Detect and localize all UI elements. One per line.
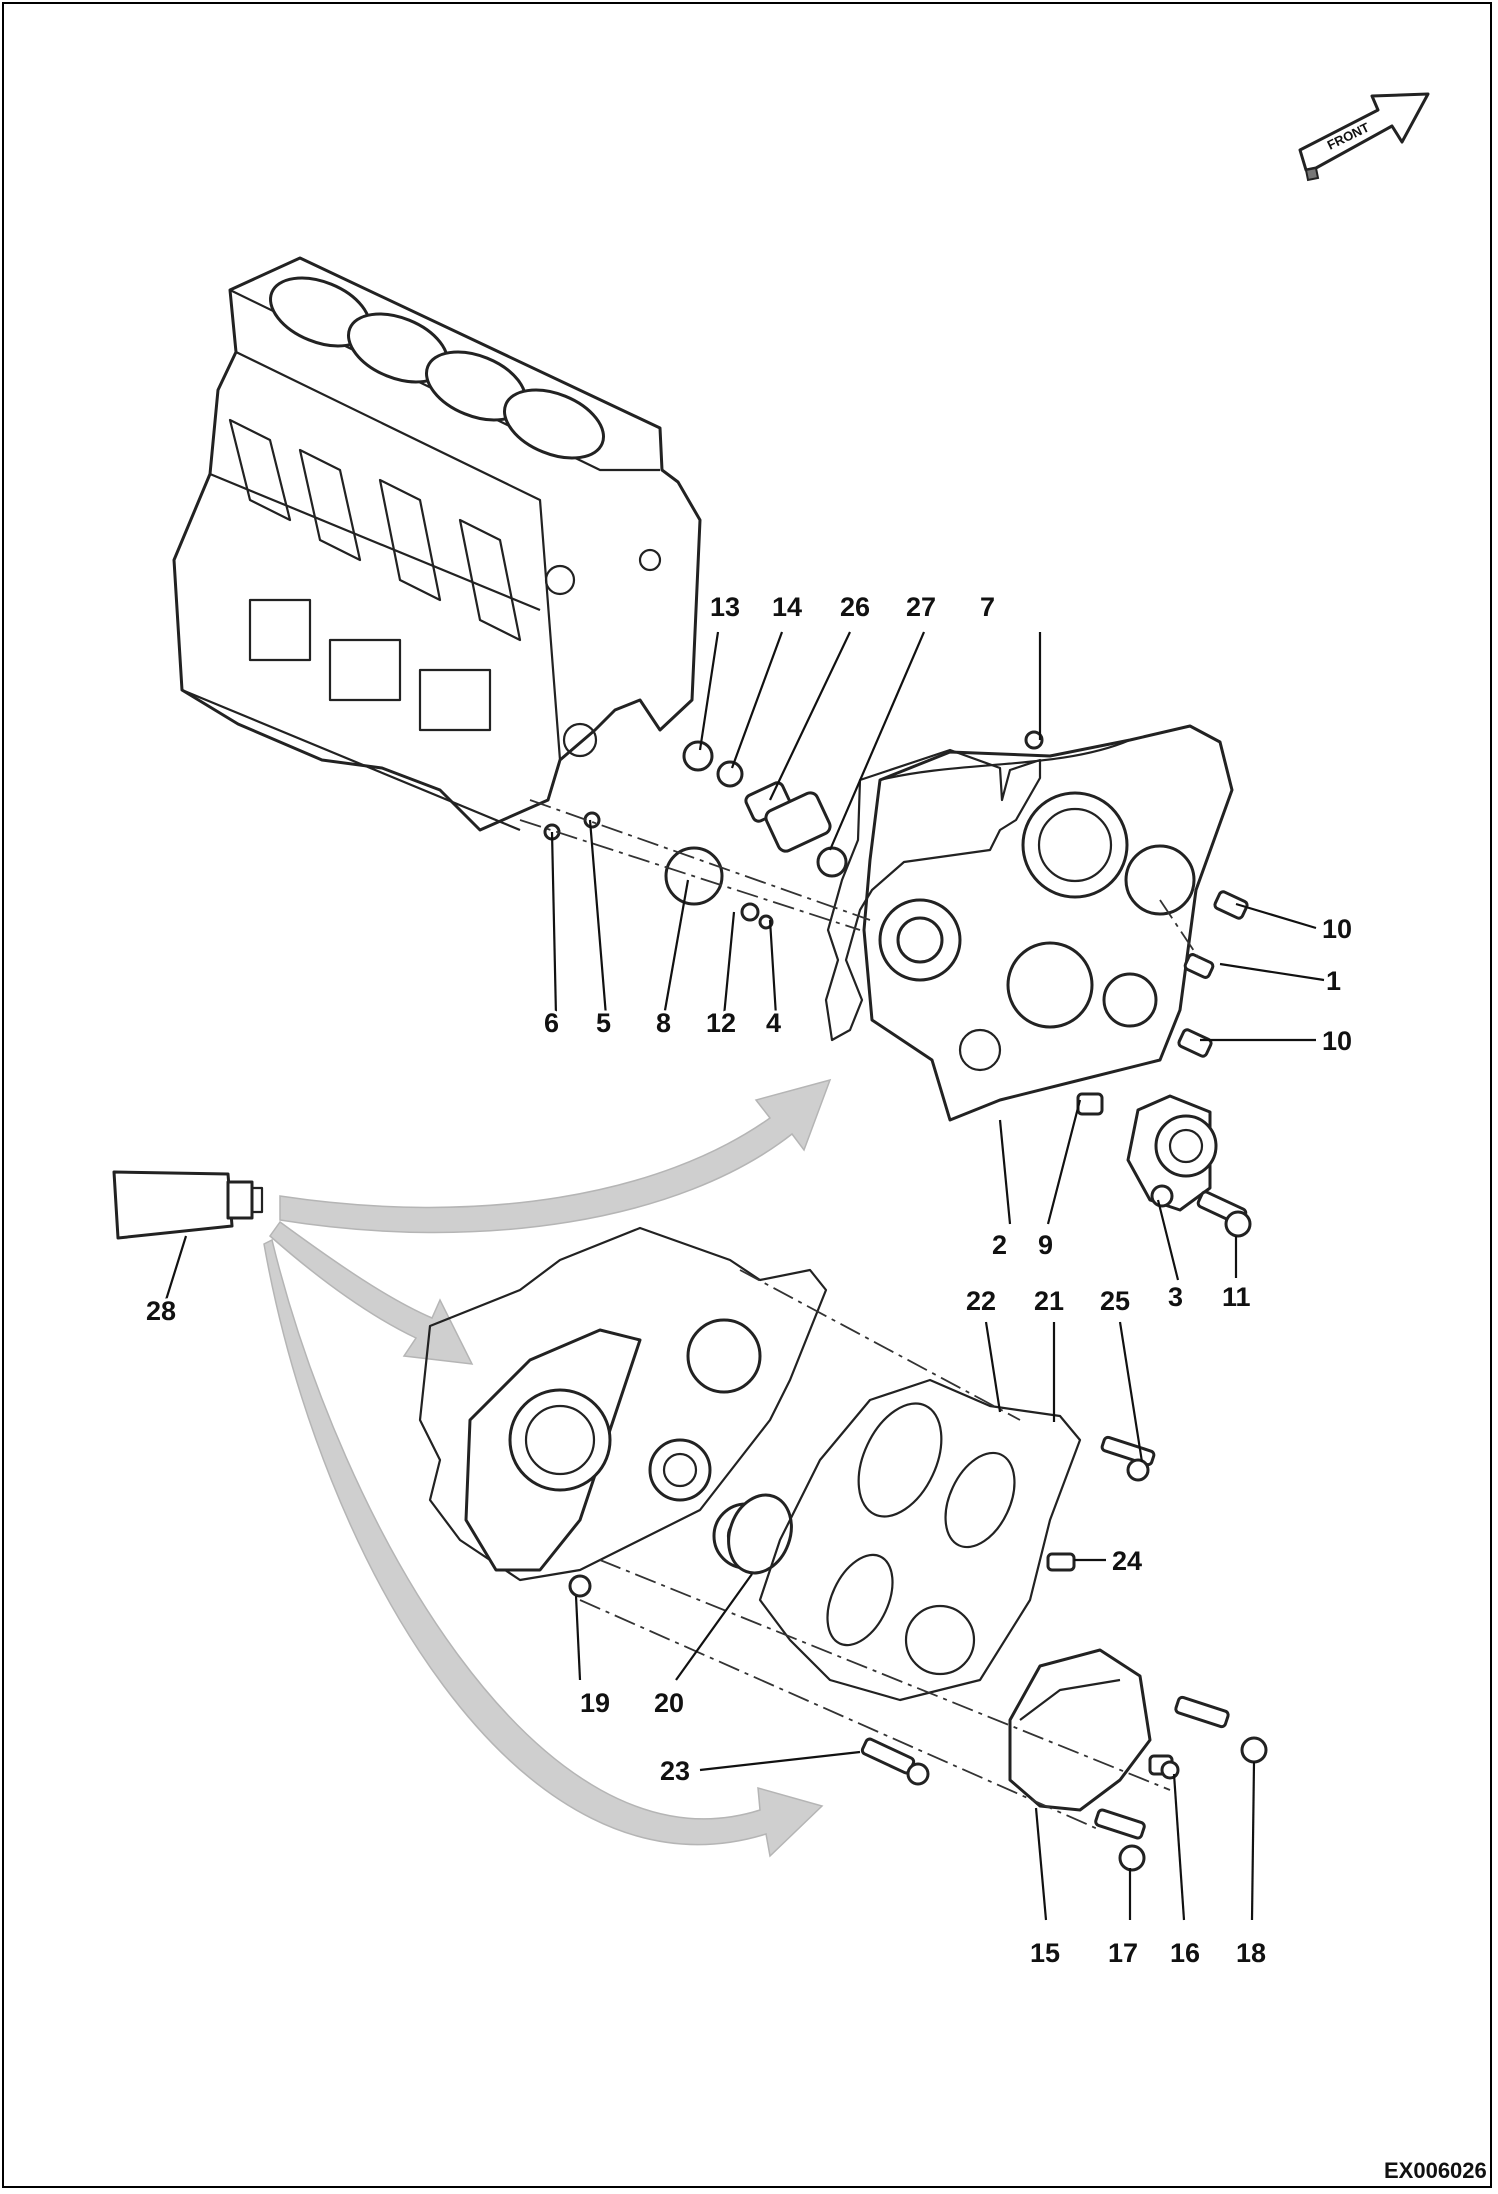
callout-2: 2 [992, 1230, 1007, 1260]
callout-12: 12 [706, 1008, 736, 1038]
callout-3: 3 [1168, 1282, 1183, 1312]
callout-9: 9 [1038, 1230, 1053, 1260]
sealant-application-arrows [263, 1078, 832, 1858]
cylinder-block [172, 256, 702, 832]
rear-cover [1008, 1648, 1152, 1812]
sealant-tube [112, 1170, 264, 1240]
callout-23: 23 [660, 1756, 690, 1786]
callout-labels: 1 2 3 4 5 6 7 8 9 10 10 11 12 13 14 15 1… [143, 589, 1355, 1971]
callout-6: 6 [544, 1008, 559, 1038]
callout-24: 24 [1112, 1546, 1142, 1576]
callout-26: 26 [840, 592, 870, 622]
callout-25: 25 [1100, 1286, 1130, 1316]
leader-lines [164, 631, 1325, 1921]
oil-seal [727, 1493, 793, 1575]
callout-11: 11 [1222, 1282, 1251, 1312]
callout-28: 28 [146, 1296, 176, 1326]
callout-8: 8 [656, 1008, 671, 1038]
callout-27: 27 [906, 592, 936, 622]
oil-pump [1126, 1094, 1252, 1238]
callout-21: 21 [1034, 1286, 1064, 1316]
callout-15: 15 [1030, 1938, 1060, 1968]
callout-19: 19 [580, 1688, 610, 1718]
callout-14: 14 [772, 592, 802, 622]
cover-bolts [860, 1435, 1268, 1872]
callout-16: 16 [1170, 1938, 1200, 1968]
front-arrow-icon: FRONT [1298, 92, 1430, 182]
callout-4: 4 [766, 1008, 781, 1038]
gear-cover [758, 1378, 1082, 1702]
drawing-code: EX006026 [1384, 2158, 1487, 2183]
callout-22: 22 [966, 1286, 996, 1316]
callout-10b: 10 [1322, 1026, 1352, 1056]
callout-1: 1 [1326, 966, 1341, 996]
callout-20: 20 [654, 1688, 684, 1718]
assembly-axes [519, 799, 1201, 1831]
callout-17: 17 [1108, 1938, 1138, 1968]
gear-case [862, 724, 1234, 1122]
callout-10a: 10 [1322, 914, 1352, 944]
callout-13: 13 [710, 592, 740, 622]
callout-5: 5 [596, 1008, 611, 1038]
callout-18: 18 [1236, 1938, 1266, 1968]
gear-case-bolts [1076, 890, 1249, 1116]
callout-7: 7 [980, 592, 995, 622]
gear-case-gasket [824, 748, 1042, 1042]
